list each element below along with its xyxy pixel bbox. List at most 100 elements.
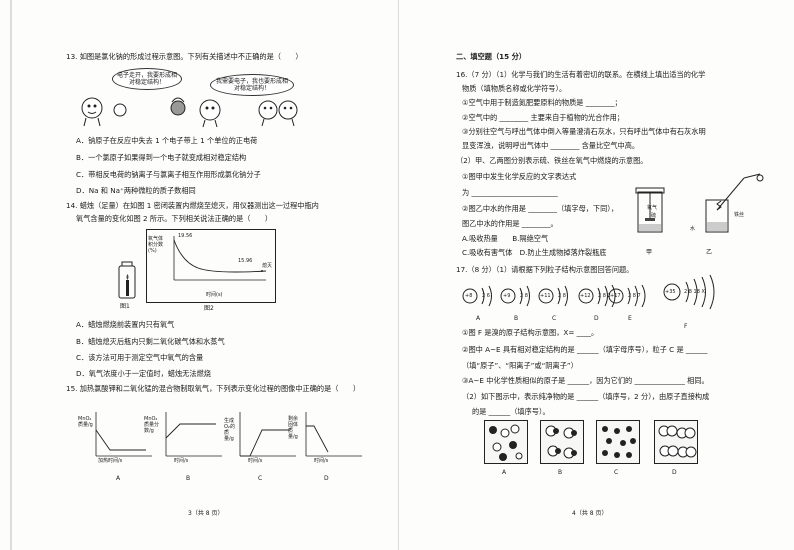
q16-line-8: ①图甲中发生化学反应的文字表达式	[462, 172, 577, 181]
atom-c-letter: C	[552, 315, 557, 322]
atom-c: +11 2 8 C	[538, 285, 582, 326]
atom-c-nucleus: +11	[540, 293, 551, 299]
atom-a: +8 2 6 A	[462, 285, 506, 326]
fig2-frame	[146, 229, 276, 303]
q17-line-6: 的是 ______（填序号）。	[472, 407, 550, 416]
atom-f-shells: 2 8 18 X	[684, 289, 705, 295]
atom-d: +12 2 8 2 D	[578, 284, 626, 326]
atom-d-nucleus: +12	[580, 293, 591, 299]
atom-e-shells: 2 8 7	[628, 293, 641, 299]
q13-option-d: D．Na 和 Na⁺两种微粒的质子数相同	[76, 186, 196, 195]
q13-option-a: A．钠原子在反应中失去 1 个电子带上 1 个单位的正电荷	[76, 136, 258, 145]
label-yi: 乙	[706, 249, 713, 256]
q17-stem: 17.（8 分）（1）请根据下列粒子结构示意图回答问题。	[456, 265, 634, 274]
particle-box-a	[484, 420, 528, 464]
atom-e-letter: E	[628, 315, 632, 322]
q13-speech-bubble-2: 我需要电子，我也要形成相对稳定结构！	[210, 74, 294, 96]
label-o2: 氧气	[647, 205, 658, 211]
q13-cartoon-figure: 电子走开，我要形成相对稳定结构！ 我需要电子，我也要形成相对稳定结构！	[72, 66, 322, 128]
q16-line-11: 图乙中水的作用是 ________。	[462, 219, 558, 228]
q17-line-1: ①图 F 是溴的原子结构示意图，X= ____。	[462, 328, 599, 337]
particle-box-a-letter: A	[502, 469, 507, 476]
q16-line-2: 物质（填物质名称或化学符号）。	[462, 84, 567, 93]
q15-graph-a: MnO₂质量/g 加热时间/s A	[78, 412, 158, 484]
atom-d-letter: D	[594, 315, 599, 322]
q17-line-2: ②图中 A~E 具有相对稳定结构的是 ______（填字母序号），粒子 C 是 …	[462, 345, 708, 354]
q16-line-5: ③分别往空气与呼出气体中倒入等量澄清石灰水，只有呼出气体中有石灰水明	[462, 127, 706, 136]
label-iron-wire: 铁丝	[734, 212, 745, 218]
combustion-apparatus-illustration	[635, 173, 764, 233]
atom-a-shells: 2 6	[482, 293, 490, 299]
q14-option-c: C．该方法可用于测定空气中氧气的含量	[76, 353, 204, 362]
fig2-label: 图2	[204, 305, 214, 312]
q17-line-4: ③A~E 中化学性质相似的原子是 ______，因为它们的 __________…	[462, 376, 709, 385]
fig1-label: 图1	[120, 303, 130, 310]
graph-d-xlabel: 时间/s	[314, 458, 329, 464]
extinguish-point	[261, 270, 263, 272]
particle-box-a-illustration	[489, 424, 523, 461]
particle-box-b-letter: B	[558, 469, 563, 476]
chart-x-axis-label: 时间(s)	[206, 292, 223, 298]
atom-b: +9 2 8 B	[500, 285, 544, 326]
q14-option-b: B．蜡烛熄灭后瓶内只剩二氧化碳气体和水蒸气	[76, 337, 225, 346]
q16-line-7: （2）甲、乙两图分别表示硫、铁丝在氧气中燃烧的示意图。	[456, 156, 648, 165]
graph-a-ylabel: MnO₂质量/g	[78, 416, 93, 428]
cartoon-characters-illustration	[81, 97, 298, 128]
chart-y-axis-label: 氧气体积分数(%)	[148, 236, 164, 254]
graph-b-ylabel: MnO₂质量分数/g	[144, 416, 160, 434]
particle-box-d	[654, 420, 698, 464]
graph-b-letter: B	[186, 475, 191, 482]
q16-line-3: ①空气中用于制造氮肥要原料的物质是 ________；	[462, 98, 622, 107]
label-water: 水	[690, 226, 696, 232]
graph-b-xlabel: 时间/s	[174, 458, 189, 464]
o2-chart	[173, 236, 267, 281]
q17-line-5: （2）如下图示中，表示纯净物的是 ______（填序号，2 分），由原子直接构成	[462, 392, 710, 401]
label-sulfur: 硫	[651, 213, 657, 219]
q14-option-a: A．蜡烛燃烧前装置内只有氧气	[76, 320, 175, 329]
particle-box-d-letter: D	[672, 469, 677, 476]
bottle-candle-illustration	[118, 261, 136, 299]
chart-start-value: 19.56	[178, 233, 193, 239]
q14-stem-line-2: 氧气含量的变化如图 2 所示。下列相关说法正确的是（ ）	[76, 214, 273, 223]
atom-b-shells: 2 8	[520, 293, 528, 299]
particle-box-d-illustration	[658, 425, 697, 458]
section-title: 二、填空题（15 分）	[456, 52, 527, 61]
atom-b-nucleus: +9	[503, 293, 511, 299]
atom-a-letter: A	[476, 315, 481, 322]
chart-end-note: 熄灭	[262, 263, 273, 269]
graph-a-xlabel: 加热时间/s	[98, 458, 123, 464]
q13-speech-bubble-1: 电子走开，我要形成相对稳定结构！	[112, 68, 182, 90]
right-page: 二、填空题（15 分） 16.（7 分）（1）化学与我们的生活有着密切的联系。在…	[400, 0, 794, 550]
particle-box-b-illustration	[545, 425, 577, 459]
particle-box-b	[540, 420, 584, 464]
graph-d-letter: D	[324, 475, 329, 482]
atom-f: +35 2 8 18 X F	[662, 274, 728, 334]
atom-d-shells: 2 8 2	[598, 293, 611, 299]
q13-option-b: B．一个氯原子如果得到一个电子就变成相对稳定结构	[76, 153, 247, 162]
q16-line-10: ②图乙中水的作用是 ________（填字母，下同），	[462, 204, 619, 213]
graph-d-ylabel: 剩余固体质量/g	[288, 416, 299, 440]
chart-end-value: 15.96	[238, 258, 253, 264]
q17-line-3: （填“原子”、“阳离子”或“阴离子”）	[462, 361, 578, 370]
particle-box-c-letter: C	[614, 469, 619, 476]
q15-graph-c: 生成O₂的质量/g 时间/s C	[224, 412, 298, 484]
q14-option-d: D．氧气浓度小于一定值时，蜡烛无法燃烧	[76, 369, 211, 378]
right-page-footer: 4（共 8 页）	[572, 510, 608, 517]
graph-c-letter: C	[258, 475, 263, 482]
q13-option-c: C．带相反电荷的钠离子与氯离子相互作用形成氯化钠分子	[76, 170, 261, 179]
graph-c-ylabel: 生成O₂的质量/g	[224, 418, 235, 442]
particle-box-c	[596, 420, 640, 464]
atom-e-nucleus: +17	[610, 293, 621, 299]
atom-a-nucleus: +8	[465, 293, 473, 299]
q15-graph-b: MnO₂质量分数/g 时间/s B	[144, 412, 228, 484]
atom-f-nucleus: +35	[665, 289, 676, 295]
q16-line-1: 16.（7 分）（1）化学与我们的生活有着密切的联系。在横线上填出适当的化学	[456, 70, 706, 79]
q16-line-6: 显变浑浊，说明呼出气体中 ________ 含量比空气中高。	[462, 141, 640, 150]
left-page-footer: 3（共 8 页）	[188, 510, 224, 517]
q16-line-13: C.吸收有害气体 D.防止生成物掉落炸裂瓶底	[462, 248, 607, 257]
o2-curve	[173, 239, 267, 273]
q16-line-4: ②空气中的 ________ 主要来自于植物的光合作用；	[462, 113, 624, 122]
atom-e: +17 2 8 7 E	[608, 284, 656, 326]
graph-a-letter: A	[116, 475, 121, 482]
atom-b-letter: B	[514, 315, 519, 322]
